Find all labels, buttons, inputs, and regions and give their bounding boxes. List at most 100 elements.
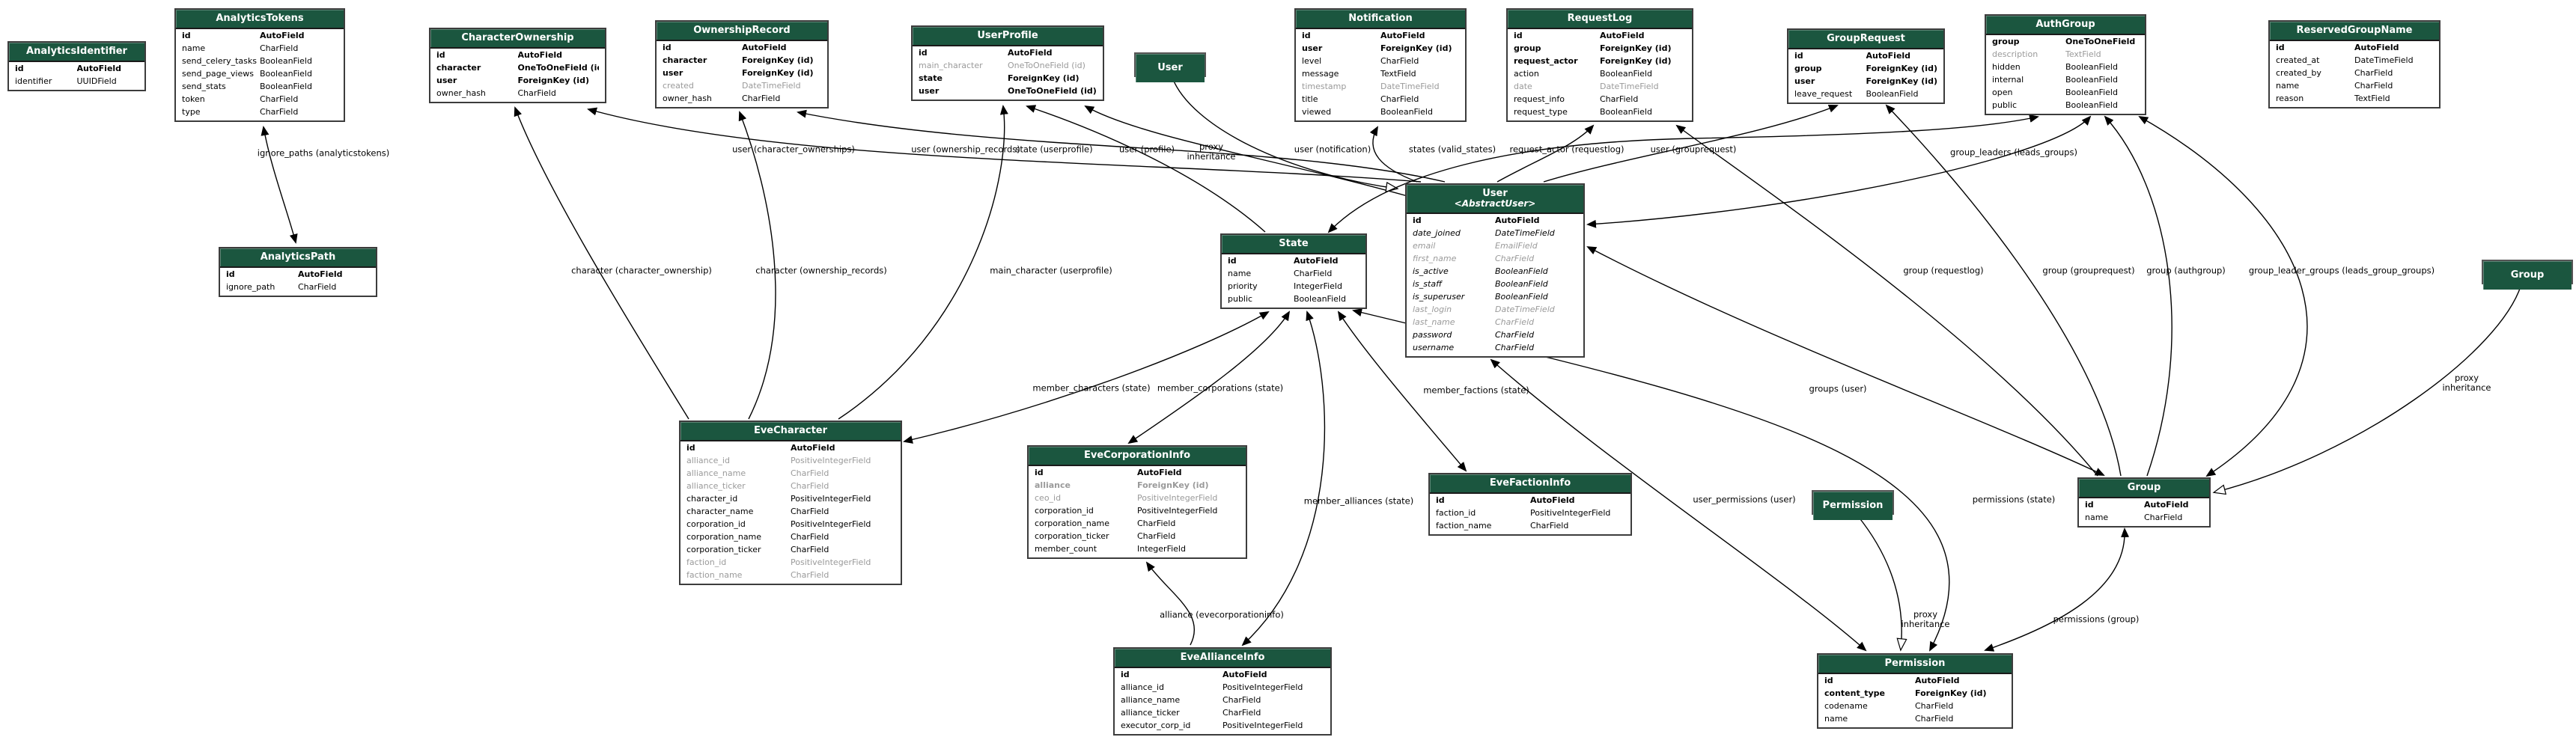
field-type: TextField [2065, 49, 2101, 59]
field-type: ForeignKey (id) [1008, 73, 1080, 83]
edge-evealliance-evecorp [1145, 561, 1196, 646]
edge-permissionproxy-permission-inheritance [1857, 516, 1901, 649]
field-type: DateTimeField [1380, 82, 1440, 91]
field-name: corporation_id [1035, 506, 1094, 516]
model-stereotype: <AbstractUser> [1454, 198, 1536, 209]
field-type: CharField [260, 94, 299, 104]
field-name: user [919, 86, 940, 96]
edge-user-notification [1369, 126, 1418, 183]
field-name: faction_name [686, 570, 743, 580]
edge-evecharacter-ownershiprecord [738, 111, 776, 420]
model-header: AnalyticsIdentifier [9, 43, 144, 62]
field-type: DateTimeField [1600, 82, 1659, 91]
field-name: is_superuser [1413, 292, 1465, 302]
model-header: GroupRequest [1788, 30, 1943, 49]
field-name: id [1413, 215, 1422, 225]
field-type: IntegerField [1294, 281, 1342, 291]
field-name: group [1992, 37, 2020, 46]
model-header: UserProfile [913, 27, 1103, 46]
field-name: id [436, 50, 445, 60]
field-type: AutoField [1380, 31, 1425, 40]
field-name: executor_corp_id [1121, 721, 1191, 730]
field-type: PositiveIntegerField [1137, 506, 1218, 516]
field-type: CharField [1495, 254, 1535, 263]
field-name: request_info [1514, 94, 1565, 104]
model-user-proxy: User [1134, 52, 1206, 82]
field-name: description [1992, 49, 2038, 59]
field-name: message [1302, 69, 1339, 79]
model-title: Group [2510, 269, 2545, 281]
field-type: CharField [1915, 701, 1954, 711]
edge-state-evecharacter-m2m [903, 311, 1270, 444]
edge-label: group (authgroup) [2146, 265, 2226, 276]
field-type: PositiveIntegerField [791, 494, 871, 504]
field-type: CharField [742, 94, 781, 103]
model-header: EveAllianceInfo [1115, 649, 1330, 668]
model-header: EveCharacter [680, 422, 901, 441]
field-type: CharField [1222, 695, 1261, 705]
field-name: timestamp [1302, 82, 1347, 91]
field-type: CharField [791, 532, 829, 542]
field-name: last_login [1413, 305, 1452, 314]
model-title: RequestLog [1567, 13, 1633, 24]
model-title: State [1279, 238, 1309, 249]
field-type: BooleanField [2065, 88, 2118, 97]
model-header: State [1222, 235, 1365, 254]
edge-label: groups (user) [1809, 383, 1867, 394]
field-type: BooleanField [1294, 294, 1346, 304]
field-type: BooleanField [260, 69, 312, 79]
field-type: ForeignKey (id) [1137, 480, 1209, 490]
field-type: PositiveIntegerField [1222, 721, 1303, 730]
field-name: id [1794, 51, 1803, 61]
field-name: created_at [2276, 55, 2320, 65]
field-name: internal [1992, 75, 2024, 85]
field-name: send_celery_tasks [182, 56, 258, 66]
field-name: created [663, 81, 694, 91]
field-type: AutoField [260, 31, 305, 40]
field-name: name [1824, 714, 1848, 724]
field-name: name [2276, 81, 2300, 91]
field-type: AutoField [1530, 495, 1575, 505]
edge-label: user (notification) [1294, 144, 1371, 155]
edge-user-group-m2m [1586, 246, 2105, 476]
field-name: user [436, 76, 457, 85]
model-header: EveCorporationInfo [1029, 447, 1246, 466]
field-type: CharField [1380, 56, 1419, 66]
edge-authgroup-group-m2m [2138, 116, 2308, 477]
field-type: ForeignKey (id) [742, 68, 814, 78]
edge-label: request_actor (requestlog) [1509, 144, 1625, 155]
field-type: OneToOneField (id) [1008, 86, 1097, 96]
field-name: id [1302, 31, 1311, 40]
field-name: id [1824, 676, 1833, 685]
edge-label: permissions (state) [1972, 494, 2056, 505]
